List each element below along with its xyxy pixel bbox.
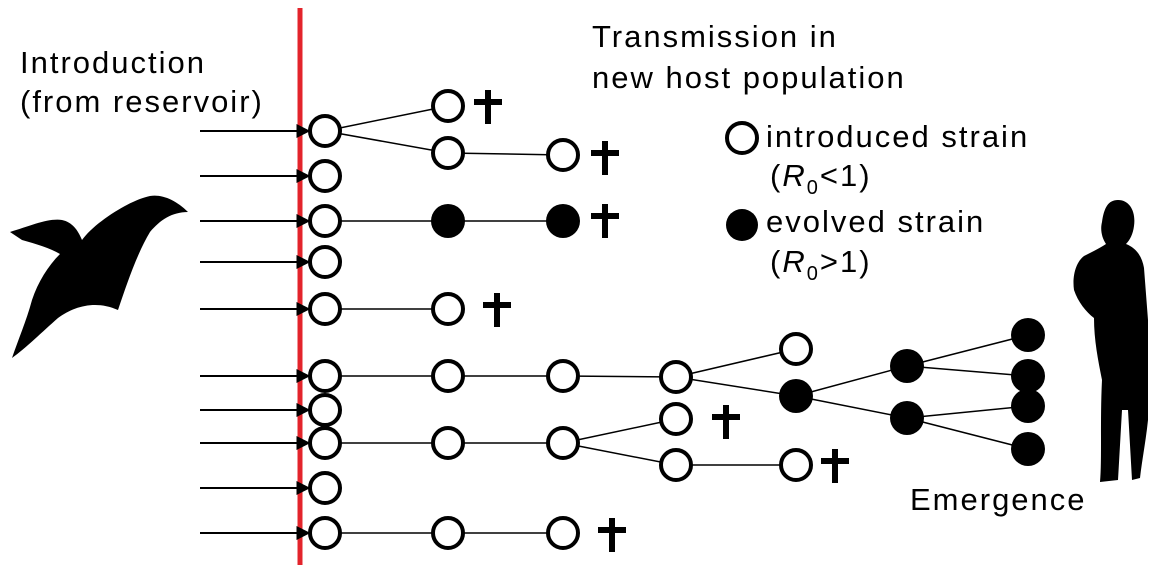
introduced-node [308,426,342,460]
edge [562,375,677,378]
edge [324,105,449,132]
introduced-node [546,516,580,550]
introduced-node [308,359,342,393]
introduction-arrows [200,124,311,540]
transmission-population-label: new host population [592,60,906,95]
dagger-icon [821,449,849,483]
legend-introduced-icon [725,121,759,155]
legend-evolved-condition: >1 [820,244,859,279]
introduced-node [546,426,580,460]
evolved-node [431,204,465,238]
evolved-node [1011,318,1045,352]
evolved-node [890,349,924,383]
introduced-node [431,292,465,326]
edge [562,418,677,444]
introduced-node [308,516,342,550]
legend-introduced-condition: <1 [820,158,859,193]
human-silhouette-icon [1073,200,1148,482]
introduced-strain-nodes [308,89,813,550]
transmission-edges [324,105,1029,534]
evolved-node [546,204,580,238]
r0-subscript: 0 [807,177,820,199]
evolved-node [1011,359,1045,393]
introduced-node [431,426,465,460]
legend-evolved-icon [726,209,758,241]
introduced-node [308,159,342,193]
evolved-node [779,379,813,413]
legend-introduced-label: introduced strain [766,119,1029,154]
edge [795,395,908,419]
dagger-icon [712,405,740,439]
introduced-node [308,204,342,238]
introduced-node [308,114,342,148]
introduced-node [308,471,342,505]
introduction-source-label: (from reservoir) [20,84,264,119]
dagger-icon [591,204,619,238]
edge [906,365,1029,377]
edge [906,334,1029,367]
legend-introduced-r0: (R0<1) [770,158,872,199]
emergence-label: Emergence [910,482,1087,517]
edge [906,417,1029,450]
introduced-node [659,448,693,482]
evolved-node [1011,389,1045,423]
evolved-node [1011,432,1045,466]
introduced-node [659,402,693,436]
introduced-node [659,360,693,394]
legend-evolved-label: evolved strain [766,204,985,239]
r0-subscript: 0 [807,263,820,285]
introduction-label: Introduction [20,45,206,80]
legend: introduced strain (R0<1) evolved strain … [725,119,1029,285]
extinction-markers [474,90,849,552]
introduced-node [431,516,465,550]
evolved-strain-nodes [431,204,1045,466]
introduced-node [779,332,813,366]
bird-silhouette-icon [10,195,188,358]
edge [447,152,564,156]
introduced-node [308,393,342,427]
dagger-icon [598,518,626,552]
introduced-node [308,245,342,279]
r0-symbol: R [782,244,806,279]
dagger-icon [591,141,619,175]
edge [906,405,1029,419]
introduced-node [431,359,465,393]
evolved-node [890,401,924,435]
introduced-node [779,448,813,482]
edge [675,348,797,378]
introduced-node [546,359,580,393]
introduced-node [431,136,465,170]
r0-symbol: R [782,158,806,193]
introduced-node [546,138,580,172]
legend-evolved-r0: (R0>1) [770,244,872,285]
edge [324,130,449,154]
introduced-node [431,89,465,123]
edge [675,376,797,397]
edge [795,365,908,397]
transmission-label: Transmission in [592,19,838,54]
dagger-icon [483,293,511,327]
dagger-icon [474,90,502,124]
edge [562,442,677,466]
introduced-node [308,292,342,326]
